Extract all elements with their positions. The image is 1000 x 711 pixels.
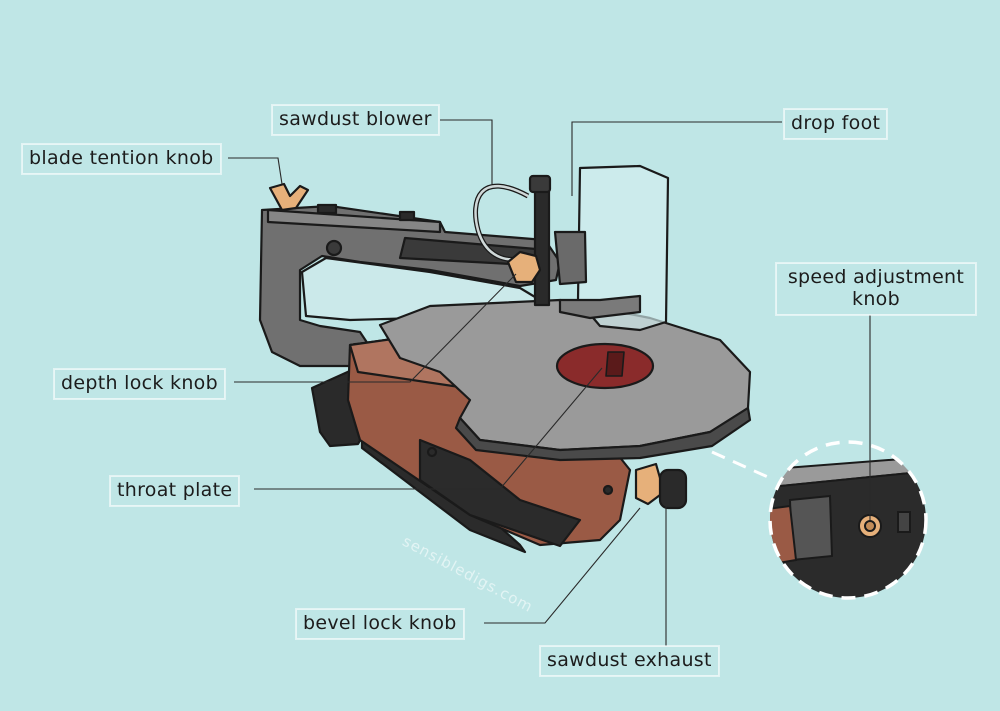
label-sawdust-blower: sawdust blower [272, 105, 439, 135]
label-throat-plate: throat plate [110, 476, 240, 506]
scroll-saw-icon [258, 164, 752, 554]
speed-knob-zoom-inset [711, 440, 928, 600]
blade-tension-knob-shape [268, 182, 310, 212]
label-drop-foot: drop foot [784, 109, 888, 139]
bevel-lock-knob-shape [634, 462, 666, 506]
label-sawdust-exhaust: sawdust exhaust [540, 646, 719, 676]
label-speed-adjustment-knob: speed adjustment knob [776, 263, 976, 315]
label-depth-lock-knob: depth lock knob [54, 369, 225, 399]
throat-plate-disc [555, 342, 655, 390]
leader-lines [228, 119, 871, 646]
label-blade-tension-knob: blade tention knob [22, 144, 221, 174]
label-bevel-lock-knob: bevel lock knob [296, 609, 464, 639]
